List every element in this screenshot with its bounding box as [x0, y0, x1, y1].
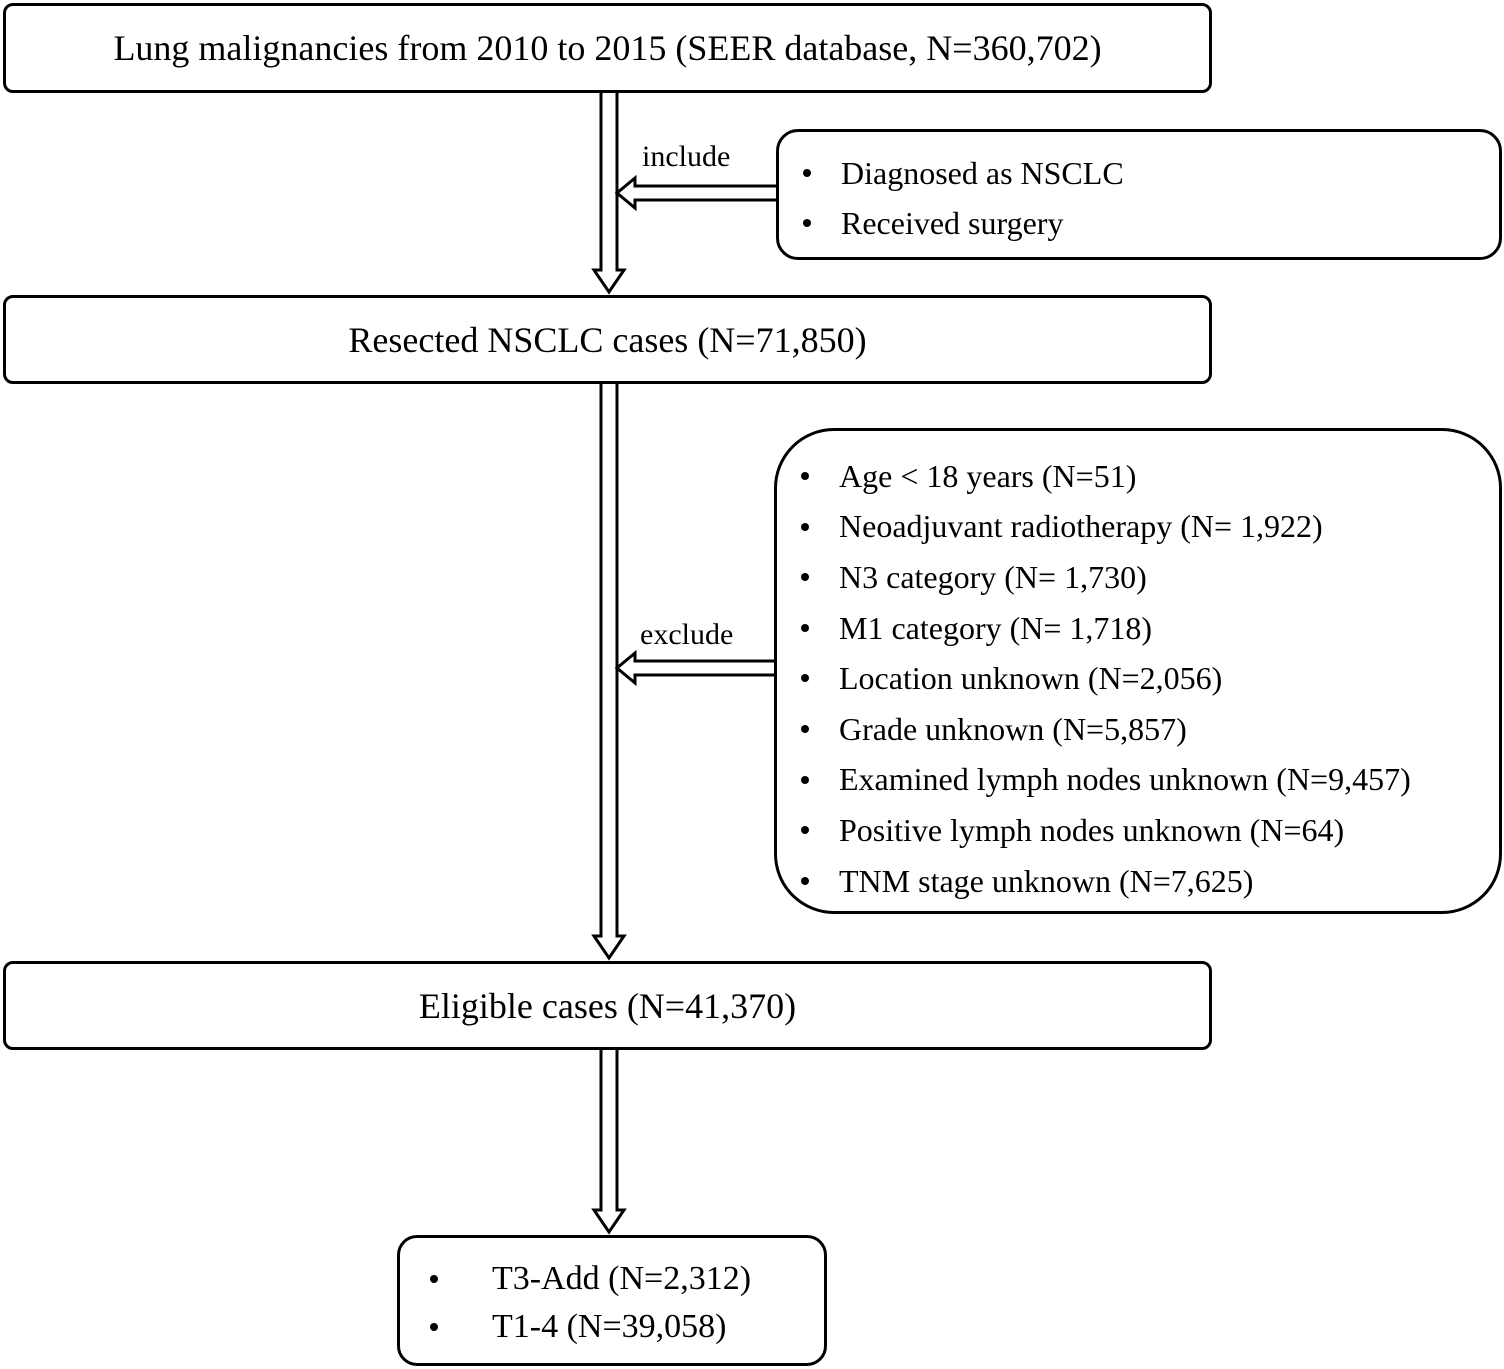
bullet-icon	[430, 1275, 438, 1283]
list-item: Examined lymph nodes unknown (N=9,457)	[777, 755, 1499, 806]
bullet-icon	[801, 724, 809, 733]
list-item: Grade unknown (N=5,857)	[777, 704, 1499, 755]
arrow-include-to-main	[614, 174, 776, 212]
bullet-icon	[801, 522, 809, 531]
list-item: Received surgery	[779, 198, 1499, 248]
list-item: M1 category (N= 1,718)	[777, 603, 1499, 654]
arrow-exclude-to-main	[614, 649, 774, 687]
bullet-icon	[801, 674, 809, 683]
bullet-icon	[801, 472, 809, 480]
bullet-icon	[803, 169, 811, 177]
bullet-icon	[430, 1323, 438, 1331]
bullet-icon	[801, 876, 809, 885]
bullet-icon	[803, 219, 811, 227]
inclusion-criteria-box: Diagnosed as NSCLC Received surgery	[776, 129, 1502, 260]
exclusion-criteria-box: Age < 18 years (N=51) Neoadjuvant radiot…	[774, 428, 1502, 914]
list-item: T3-Add (N=2,312)	[400, 1255, 824, 1303]
list-item: Neoadjuvant radiotherapy (N= 1,922)	[777, 502, 1499, 553]
list-item: T1-4 (N=39,058)	[400, 1303, 824, 1351]
study-groups-box: T3-Add (N=2,312) T1-4 (N=39,058)	[397, 1235, 827, 1366]
list-item: TNM stage unknown (N=7,625)	[777, 856, 1499, 907]
resected-cases-box: Resected NSCLC cases (N=71,850)	[3, 295, 1212, 384]
list-item: Positive lymph nodes unknown (N=64)	[777, 805, 1499, 856]
source-population-text: Lung malignancies from 2010 to 2015 (SEE…	[113, 28, 1102, 68]
list-item: Location unknown (N=2,056)	[777, 653, 1499, 704]
list-item: Age < 18 years (N=51)	[777, 451, 1499, 502]
exclusion-criteria-list: Age < 18 years (N=51) Neoadjuvant radiot…	[777, 451, 1499, 906]
resected-cases-text: Resected NSCLC cases (N=71,850)	[348, 319, 867, 360]
arrow-eligible-to-groups	[591, 1050, 627, 1235]
bullet-icon	[801, 623, 809, 632]
bullet-icon	[801, 775, 809, 784]
eligible-cases-text: Eligible cases (N=41,370)	[418, 985, 797, 1026]
eligible-cases-box: Eligible cases (N=41,370)	[3, 961, 1212, 1050]
bullet-icon	[801, 826, 809, 835]
study-groups-list: T3-Add (N=2,312) T1-4 (N=39,058)	[400, 1255, 824, 1351]
source-population-box: Lung malignancies from 2010 to 2015 (SEE…	[3, 3, 1212, 93]
inclusion-criteria-list: Diagnosed as NSCLC Received surgery	[779, 148, 1499, 248]
include-label: include	[642, 140, 731, 173]
arrow-source-to-resected	[591, 93, 627, 295]
list-item: Diagnosed as NSCLC	[779, 148, 1499, 198]
bullet-icon	[801, 573, 809, 582]
list-item: N3 category (N= 1,730)	[777, 552, 1499, 603]
exclude-label: exclude	[640, 618, 734, 651]
arrow-resected-to-eligible	[591, 384, 627, 961]
